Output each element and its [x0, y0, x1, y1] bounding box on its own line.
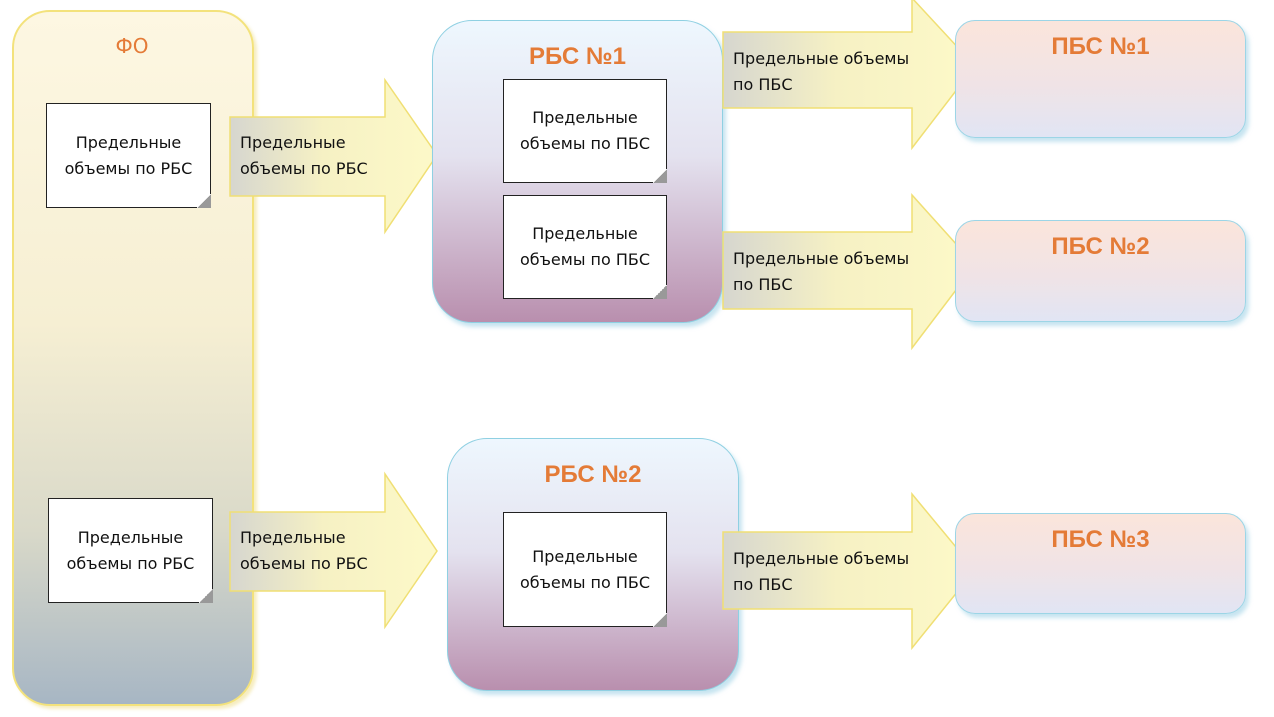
page-fold-icon — [199, 589, 213, 603]
rbs2-document-1-label: Предельные объемы по ПБС — [519, 546, 651, 592]
arrow-fo-to-rbs2 — [229, 471, 438, 630]
arrow-fo-to-rbs1 — [229, 77, 438, 235]
fo-document-1: Предельные объемы по РБС — [46, 103, 211, 208]
page-fold-icon — [197, 194, 211, 208]
rbs1-document-1: Предельные объемы по ПБС — [503, 79, 667, 183]
rbs1-document-2: Предельные объемы по ПБС — [503, 195, 667, 299]
rbs1-document-1-label: Предельные объемы по ПБС — [519, 108, 651, 153]
arrow-fo-to-rbs2-label: Предельные объемы по РБС — [240, 528, 368, 573]
rbs2-title: РБС №2 — [544, 461, 642, 488]
pbs1-title: ПБС №1 — [1051, 33, 1150, 60]
page-fold-icon — [653, 613, 667, 627]
fo-document-2-label: Предельные объемы по РБС — [66, 527, 195, 573]
pbs3-title: ПБС №3 — [1051, 526, 1150, 553]
page-fold-icon — [653, 285, 667, 299]
arrow-rbs1-to-pbs1 — [722, 0, 976, 151]
pbs3-container: ПБС №3 — [955, 513, 1246, 614]
rbs2-document-1: Предельные объемы по ПБС — [503, 512, 667, 627]
fo-title: ФО — [115, 34, 149, 58]
arrow-rbs1-to-pbs2 — [722, 193, 976, 351]
pbs2-container: ПБС №2 — [955, 220, 1246, 322]
pbs1-container: ПБС №1 — [955, 20, 1246, 138]
arrow-rbs1-to-pbs1-label: Предельные объемы по ПБС — [733, 49, 910, 94]
arrow-rbs2-to-pbs3-label: Предельные объемы по ПБС — [733, 549, 910, 594]
arrow-fo-to-rbs1-label: Предельные объемы по РБС — [240, 133, 368, 178]
rbs2-container: РБС №2 — [447, 438, 739, 691]
arrow-rbs2-to-pbs3 — [722, 491, 976, 651]
rbs1-document-2-label: Предельные объемы по ПБС — [519, 224, 651, 269]
fo-document-1-label: Предельные объемы по РБС — [64, 132, 193, 178]
rbs1-title: РБС №1 — [528, 43, 627, 70]
fo-document-2: Предельные объемы по РБС — [48, 498, 213, 603]
page-fold-icon — [653, 169, 667, 183]
pbs2-title: ПБС №2 — [1051, 233, 1150, 260]
arrow-rbs1-to-pbs2-label: Предельные объемы по ПБС — [733, 249, 910, 294]
